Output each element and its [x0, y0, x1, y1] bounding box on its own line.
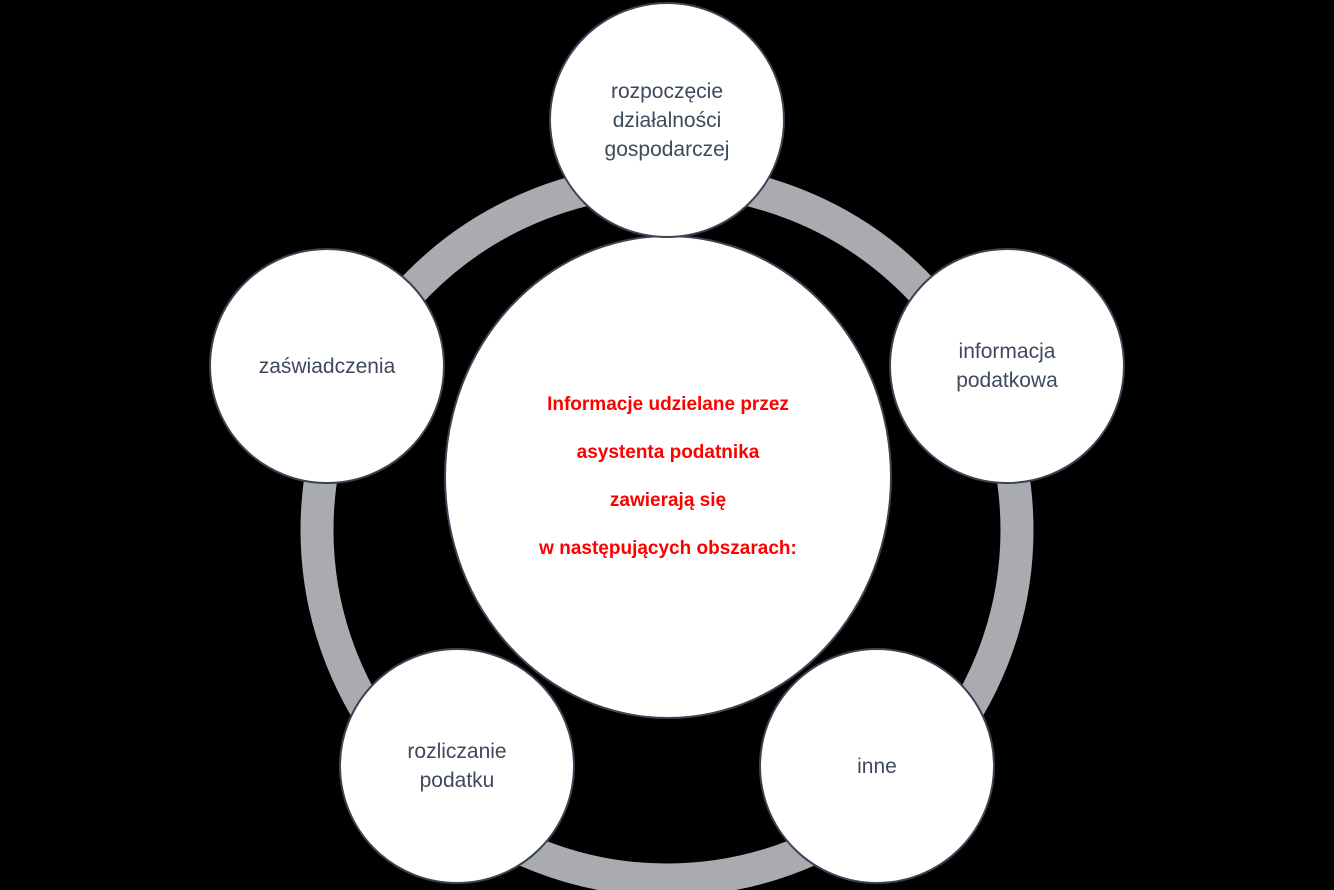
node-certificates: zaświadczenia: [209, 248, 445, 484]
center-text: Informacje udzielane przez asystenta pod…: [539, 394, 797, 559]
node-other: inne: [759, 648, 995, 884]
node-label-tax-settlement: rozliczanie podatku: [407, 740, 507, 792]
node-label-other: inne: [857, 754, 897, 778]
node-tax-information: informacja podatkowa: [889, 248, 1125, 484]
node-label-certificates: zaświadczenia: [258, 354, 396, 378]
center-circle: Informacje udzielane przez asystenta pod…: [444, 235, 892, 719]
node-label-business-start: rozpoczęcie działalności gospodarczej: [604, 79, 730, 161]
node-tax-settlement: rozliczanie podatku: [339, 648, 575, 884]
node-business-start: rozpoczęcie działalności gospodarczej: [549, 2, 785, 238]
node-label-tax-information: informacja podatkowa: [956, 340, 1058, 392]
